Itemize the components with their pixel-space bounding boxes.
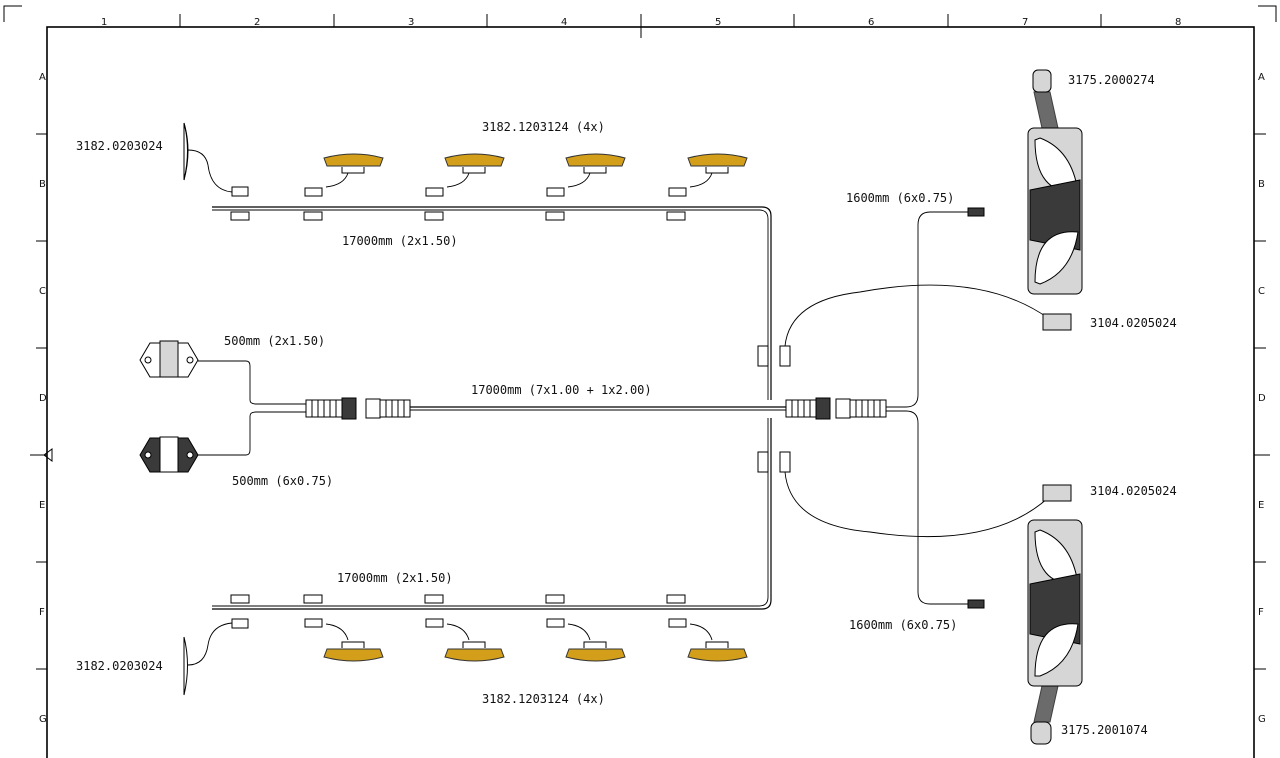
label-main-cable: 17000mm (7x1.00 + 1x2.00) bbox=[471, 383, 652, 397]
side-marker bbox=[546, 618, 626, 662]
socket-bottom bbox=[139, 411, 306, 473]
label-cable-top: 17000mm (2x1.50) bbox=[342, 234, 458, 248]
label-clearance-light-top: 3182.0203024 bbox=[76, 139, 163, 153]
label-plate-light-bottom: 3104.0205024 bbox=[1090, 484, 1177, 498]
col-label: 7 bbox=[1022, 17, 1028, 28]
row-label: B bbox=[1258, 179, 1265, 190]
col-label: 5 bbox=[715, 17, 721, 28]
rear-lamp-top bbox=[1027, 69, 1083, 295]
col-label: 8 bbox=[1175, 17, 1181, 28]
row-label: E bbox=[1258, 500, 1264, 511]
row-label: C bbox=[1258, 286, 1265, 297]
row-label: G bbox=[1258, 714, 1266, 725]
col-label: 6 bbox=[868, 17, 874, 28]
row-label: A bbox=[1258, 72, 1265, 83]
label-side-markers-bottom: 3182.1203124 (4x) bbox=[482, 692, 605, 706]
drawing-frame: 1 2 3 4 5 6 7 8 A B C D E F G A B C D E … bbox=[3, 5, 1277, 758]
side-marker bbox=[546, 153, 626, 197]
label-socket-top-cable: 500mm (2x1.50) bbox=[224, 334, 325, 348]
label-socket-bottom-cable: 500mm (6x0.75) bbox=[232, 474, 333, 488]
row-label: D bbox=[39, 393, 47, 404]
row-label: D bbox=[1258, 393, 1266, 404]
label-rear-cable-bottom: 1600mm (6x0.75) bbox=[849, 618, 957, 632]
main-cable bbox=[305, 207, 985, 609]
label-side-markers-top: 3182.1203124 (4x) bbox=[482, 120, 605, 134]
side-marker bbox=[425, 153, 505, 197]
col-label: 2 bbox=[254, 17, 260, 28]
label-rear-cable-top: 1600mm (6x0.75) bbox=[846, 191, 954, 205]
side-marker bbox=[425, 618, 505, 662]
plate-light-branches bbox=[757, 284, 1072, 538]
rear-lamp-bottom bbox=[1027, 519, 1083, 745]
col-label: 3 bbox=[408, 17, 414, 28]
labels: 3182.0203024 3182.1203124 (4x) 17000mm (… bbox=[76, 73, 1177, 737]
side-marker bbox=[668, 618, 748, 662]
socket-top bbox=[139, 340, 306, 405]
row-label: E bbox=[39, 500, 45, 511]
row-label: B bbox=[39, 179, 46, 190]
side-marker bbox=[668, 153, 748, 197]
side-marker bbox=[304, 153, 384, 197]
row-label: C bbox=[39, 286, 46, 297]
label-rear-lamp-bottom: 3175.2001074 bbox=[1061, 723, 1148, 737]
row-label: F bbox=[39, 607, 45, 618]
label-plate-light-top: 3104.0205024 bbox=[1090, 316, 1177, 330]
col-label: 1 bbox=[101, 17, 107, 28]
clearance-light-bottom bbox=[183, 618, 249, 696]
side-marker bbox=[304, 618, 384, 662]
bottom-harness bbox=[183, 418, 772, 696]
row-label: G bbox=[39, 714, 47, 725]
top-harness bbox=[183, 122, 772, 400]
row-label: F bbox=[1258, 607, 1264, 618]
clearance-light-top bbox=[183, 122, 249, 197]
label-cable-bottom: 17000mm (2x1.50) bbox=[337, 571, 453, 585]
label-rear-lamp-top: 3175.2000274 bbox=[1068, 73, 1155, 87]
row-label: A bbox=[39, 72, 46, 83]
label-clearance-light-bottom: 3182.0203024 bbox=[76, 659, 163, 673]
col-label: 4 bbox=[561, 17, 567, 28]
